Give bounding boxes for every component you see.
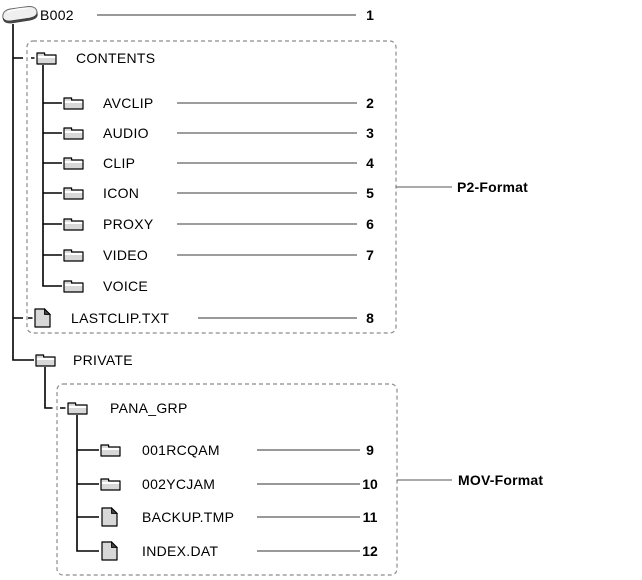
callout-number-12: 12 [362, 543, 378, 559]
tree-item-root-label: B002 [40, 7, 74, 23]
folder-icon [63, 278, 84, 293]
contents-children-branch-lines [43, 102, 62, 256]
callout-number-2: 2 [366, 95, 374, 111]
tree-item-backup-tmp-label: BACKUP.TMP [142, 509, 235, 525]
callout-number-8: 8 [366, 310, 374, 326]
mov-format-group-box [56, 383, 398, 576]
contents-subtree-trunk-line [42, 65, 62, 287]
callout-number-1: 1 [366, 7, 374, 23]
tree-item-audio-label: AUDIO [103, 125, 149, 141]
tree-item-lastclip-label: LASTCLIP.TXT [71, 310, 170, 326]
disk-icon [1, 3, 39, 27]
tree-item-index-dat-label: INDEX.DAT [142, 543, 219, 559]
pana-grp-children-branch-lines [77, 449, 99, 518]
folder-icon [100, 476, 121, 491]
callout-number-3: 3 [366, 125, 374, 141]
folder-icon [63, 155, 84, 170]
callout-number-6: 6 [366, 216, 374, 232]
folder-icon [36, 50, 57, 65]
pana-grp-subtree-trunk-line [76, 415, 99, 552]
leader-lines-2-to-7 [177, 102, 357, 256]
tree-item-002ycjam-label: 002YCJAM [142, 476, 216, 492]
tree-item-avclip-label: AVCLIP [103, 95, 154, 111]
folder-icon [35, 352, 56, 367]
callout-number-4: 4 [366, 155, 374, 171]
folder-icon [67, 400, 88, 415]
tree-item-video-label: VIDEO [103, 247, 149, 263]
folder-icon [63, 216, 84, 231]
p2-format-label: P2-Format [457, 179, 529, 195]
root-trunk-line [12, 24, 34, 361]
folder-icon [63, 95, 84, 110]
folder-icon [100, 442, 121, 457]
folder-icon [63, 185, 84, 200]
callout-number-10: 10 [362, 476, 378, 492]
tree-item-contents-label: CONTENTS [76, 50, 156, 66]
tree-item-private-label: PRIVATE [73, 352, 133, 368]
file-icon [101, 541, 118, 561]
tree-item-proxy-label: PROXY [103, 216, 154, 232]
file-icon [101, 507, 118, 527]
private-subtree-trunk-line [44, 367, 66, 409]
tree-item-clip-label: CLIP [103, 155, 136, 171]
callout-number-11: 11 [362, 509, 378, 525]
folder-icon [63, 125, 84, 140]
tree-item-pana-grp-label: PANA_GRP [110, 400, 188, 416]
callout-number-9: 9 [366, 442, 374, 458]
tree-item-voice-label: VOICE [103, 278, 149, 294]
tree-item-001rcqam-label: 001RCQAM [142, 442, 220, 458]
tree-item-icon-folder-label: ICON [103, 185, 140, 201]
file-icon [34, 308, 51, 328]
folder-icon [63, 247, 84, 262]
callout-number-5: 5 [366, 185, 374, 201]
mov-format-label: MOV-Format [458, 472, 544, 488]
leader-lines-9-to-12 [257, 449, 360, 552]
callout-number-7: 7 [366, 247, 374, 263]
